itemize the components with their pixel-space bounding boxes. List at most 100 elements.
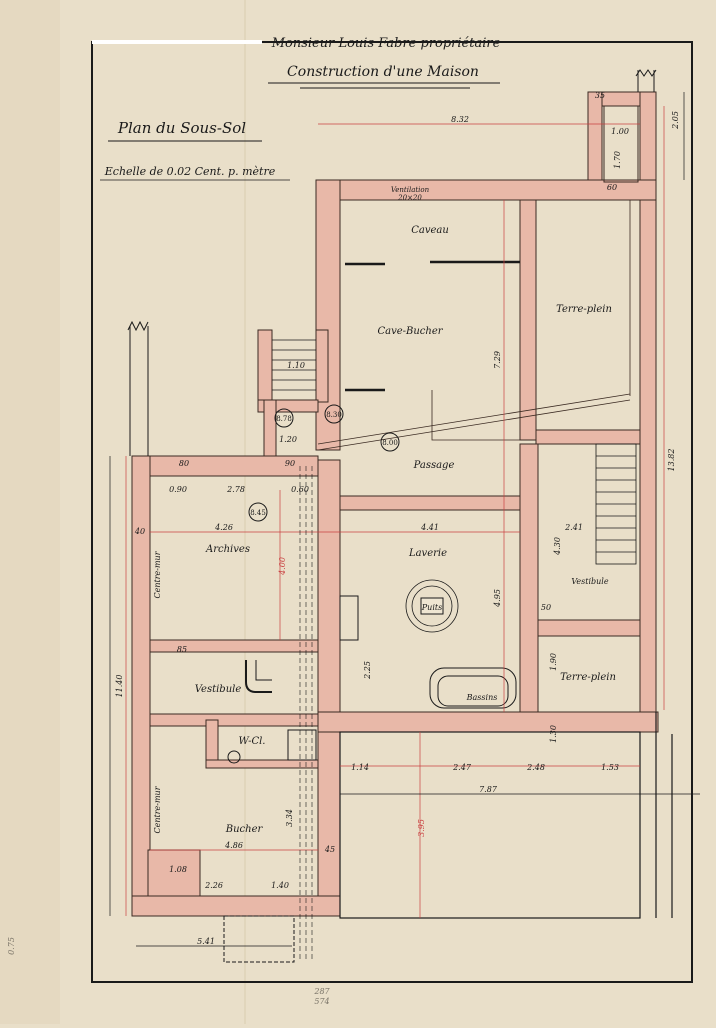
label-ventilation-size: 20×20 [397, 194, 422, 202]
dim-153: 1.53 [601, 763, 619, 772]
dim-248: 2.48 [526, 763, 545, 772]
drawing-border [91, 41, 693, 983]
wall-left-outer [131, 455, 151, 917]
dim-241: 2.41 [564, 523, 583, 532]
drain-cave [431, 390, 520, 441]
wall-terreplein-bottom [535, 429, 641, 445]
room-passage: Passage [413, 460, 455, 471]
cave-shelves [345, 260, 520, 392]
wall-chimney-left [587, 91, 603, 183]
dim-832: 8.32 [451, 115, 469, 124]
paper-edge [0, 0, 60, 1024]
wall-stair-right [315, 329, 329, 403]
wall-wc-bottom [205, 759, 319, 769]
left-stack-break [127, 320, 149, 332]
dim-400: 4.00 [278, 557, 287, 576]
wall-cave-terreplein [519, 199, 537, 441]
room-wc: W-Cl. [239, 736, 266, 747]
drain-line-1 [317, 393, 631, 445]
dim-170: 1.70 [613, 151, 622, 169]
dim-226: 2.26 [204, 881, 223, 890]
dim-85: 85 [177, 645, 187, 654]
owner-line: Monsieur Louis Fabre propriétaire [271, 36, 501, 51]
chimney-flue [603, 105, 639, 183]
wall-wc-left [205, 719, 219, 767]
dim-495: 4.95 [493, 589, 502, 608]
elevation-2: 8.30 [326, 411, 342, 419]
wall-vestibule-bottom [537, 619, 641, 637]
room-bucher: Bucher [225, 824, 264, 835]
vestibule-rail-inner [255, 660, 272, 681]
dim-50: 50 [541, 603, 551, 612]
pencil-note-1: 287 [313, 987, 330, 996]
wall-left-upper [315, 179, 341, 451]
room-vestibule-right: Vestibule [571, 577, 608, 586]
puits-box [420, 597, 444, 615]
bassins-tub-inner [437, 675, 509, 707]
room-vestibule-left: Vestibule [195, 684, 242, 695]
dim-486: 4.86 [224, 841, 243, 850]
room-bassins: Bassins [466, 693, 498, 702]
laverie-niche [339, 595, 359, 641]
room-laverie: Laverie [408, 548, 447, 559]
stairs-right [595, 443, 637, 565]
dim-1140: 11.40 [115, 675, 124, 698]
vestibule-rail [245, 660, 272, 693]
dim-430: 4.30 [553, 537, 562, 556]
dim-278: 2.78 [226, 485, 245, 494]
dim-110: 1.10 [287, 361, 305, 370]
dim-247: 2.47 [452, 763, 472, 772]
elevation-markers: 8.78 8.30 8.00 8.45 [248, 404, 400, 522]
room-cave-bucher: Cave-Bucher [377, 326, 443, 337]
wall-passage-bottom [339, 495, 521, 511]
dim-334: 3.34 [285, 809, 294, 827]
wc-fixture [287, 729, 317, 761]
dim-395: 3.95 [417, 819, 426, 837]
room-terre-plein-bottom: Terre-plein [560, 672, 616, 683]
dim-190: 1.90 [549, 653, 558, 671]
wall-mid-vertical [519, 443, 539, 715]
dim-114: 1.14 [351, 763, 369, 772]
bottom-opening [223, 915, 295, 963]
stairs-top [272, 339, 316, 391]
elevation-4: 8.45 [250, 509, 266, 517]
dim-100: 1.00 [611, 127, 629, 136]
drain-line-2 [317, 399, 631, 451]
chimney-break-mark [635, 69, 657, 77]
dim-426: 4.26 [214, 523, 233, 532]
room-puits: Puits [421, 603, 442, 612]
elevation-3: 8.00 [382, 439, 398, 447]
black-dimension-lines [109, 92, 700, 947]
elevation-circle-3 [380, 432, 400, 452]
wall-bottom-mid [317, 711, 659, 733]
label-ventilation: Ventilation [391, 186, 430, 194]
wall-archives-bottom [149, 639, 319, 653]
wall-stair-lower-left [263, 399, 277, 457]
pencil-note-margin: 0.75 [7, 937, 16, 955]
dim-40: 40 [134, 527, 145, 536]
wall-bucher-chimney [147, 849, 201, 897]
dim-787: 7.87 [479, 785, 498, 794]
dim-090: 0.90 [169, 485, 187, 494]
dim-441: 4.41 [420, 523, 439, 532]
dim-120: 1.20 [279, 435, 297, 444]
dim-541: 5.41 [197, 937, 215, 946]
wall-stair-left [257, 329, 273, 403]
plan-title: Plan du Sous-Sol [117, 119, 246, 137]
dim-45: 45 [324, 845, 335, 854]
dim-35: 35 [595, 91, 605, 100]
dim-1382: 13.82 [667, 449, 676, 472]
elevation-1: 8.78 [276, 415, 292, 423]
wc-drain [227, 750, 241, 764]
dim-108: 1.08 [169, 865, 187, 874]
red-dimension-lines [125, 106, 665, 918]
project-title: Construction d'une Maison [287, 64, 479, 80]
room-caveau: Caveau [411, 225, 449, 236]
pencil-note-2: 574 [314, 997, 329, 1006]
walls [131, 91, 659, 917]
dim-60: 60 [607, 183, 617, 192]
room-terre-plein-top: Terre-plein [556, 304, 612, 315]
